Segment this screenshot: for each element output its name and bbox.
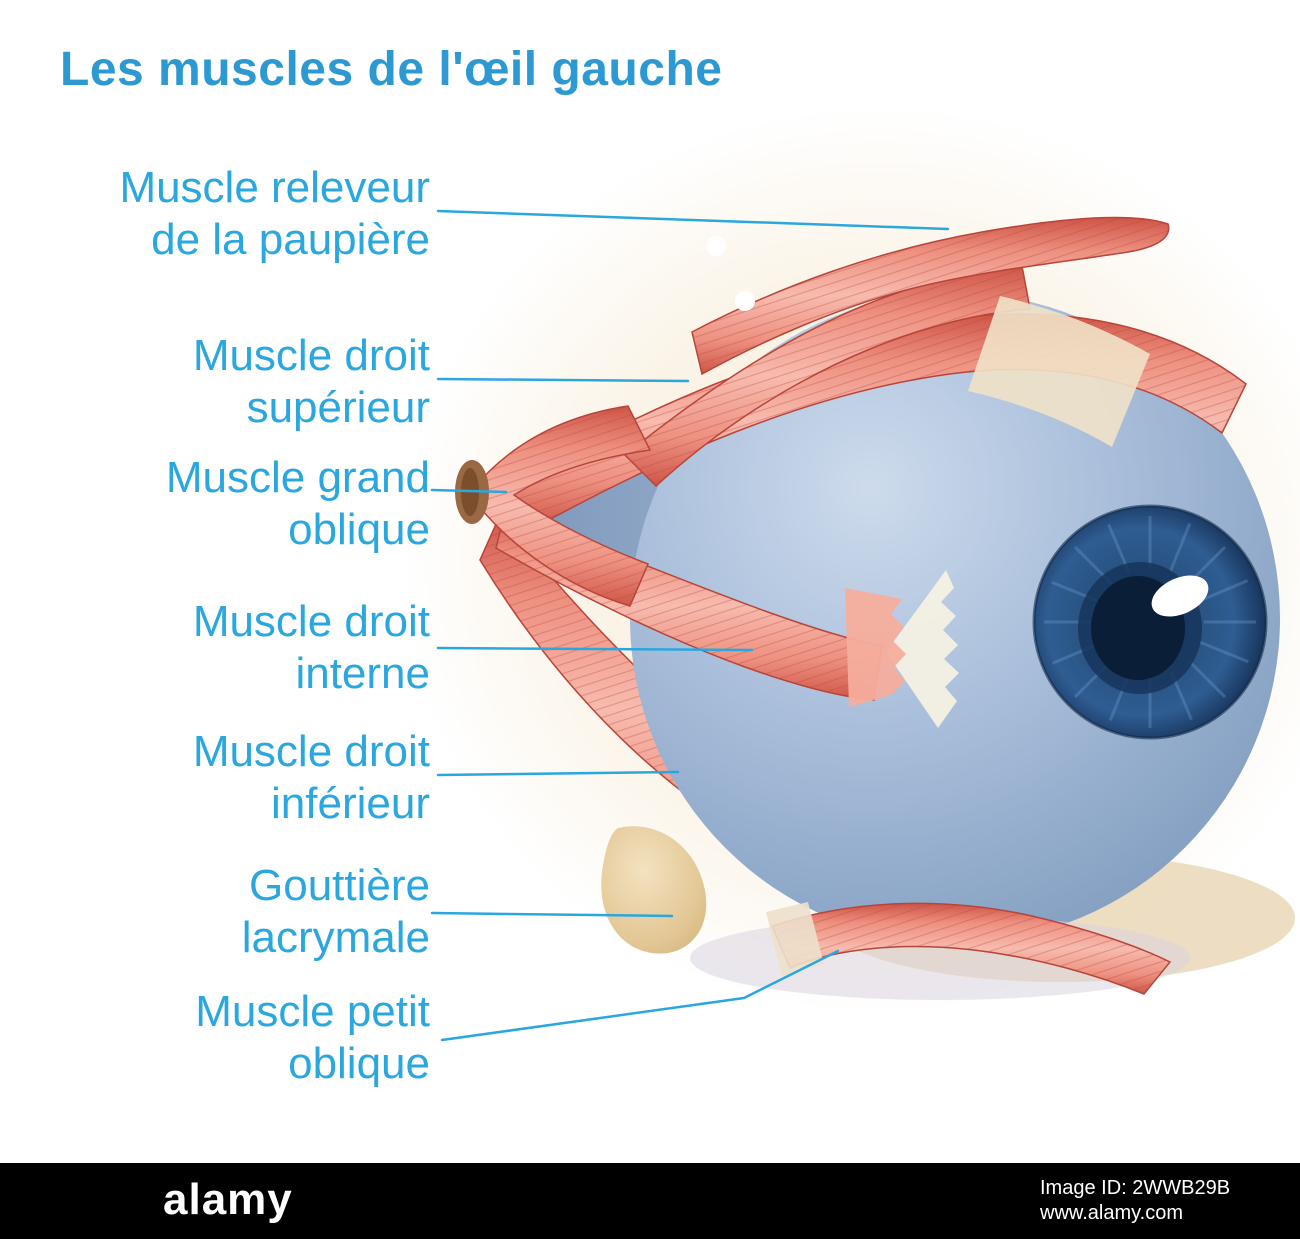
label-muscle-petit-oblique: Muscle petit oblique — [10, 986, 430, 1090]
alamy-url: www.alamy.com — [1040, 1202, 1183, 1224]
watermark-meta: Image ID: 2WWB29B www.alamy.com — [1040, 1176, 1230, 1226]
tendon-strap-inferior — [766, 902, 824, 976]
label-line: de la paupière — [151, 215, 430, 264]
iris-rim — [1032, 504, 1268, 740]
label-line: Muscle petit — [195, 987, 430, 1036]
highlight-dot — [735, 291, 755, 311]
leader-line-petit-oblique — [440, 949, 840, 1042]
label-line: Muscle droit — [192, 597, 430, 646]
label-muscle-droit-interne: Muscle droit interne — [10, 596, 430, 700]
tendon-strap-superior — [968, 296, 1150, 447]
scleral-tendon-fan — [886, 570, 959, 728]
muscle-petit-oblique — [766, 902, 1172, 995]
label-line: lacrymale — [241, 913, 430, 962]
iris — [1032, 504, 1268, 740]
iris-highlight — [1151, 575, 1209, 617]
muscle-releveur-paupiere — [691, 216, 1170, 376]
label-line: oblique — [288, 505, 430, 554]
label-line: interne — [295, 649, 430, 698]
leader-line-droit-superieur — [436, 377, 690, 383]
leader-line-gouttiere — [430, 911, 674, 918]
label-line: supérieur — [246, 383, 430, 432]
label-gouttiere-lacrymale: Gouttière lacrymale — [10, 860, 430, 964]
leader-line-droit-inferieur — [436, 770, 680, 777]
label-muscle-droit-superieur: Muscle droit supérieur — [10, 330, 430, 434]
label-line: Muscle droit — [192, 727, 430, 776]
image-id: Image ID: 2WWB29B — [1040, 1177, 1231, 1199]
leader-lines — [430, 209, 950, 1042]
diagram-title: Les muscles de l'œil gauche — [60, 43, 723, 96]
muscle-grand-oblique — [455, 405, 652, 607]
label-muscle-droit-inferieur: Muscle droit inférieur — [10, 726, 430, 830]
alamy-logo: alamy — [163, 1175, 293, 1224]
gouttiere-lacrymale — [601, 826, 707, 954]
label-muscle-releveur-paupiere: Muscle releveur de la paupière — [10, 162, 430, 266]
label-line: Muscle droit — [192, 331, 430, 380]
highlight-dot — [706, 236, 726, 256]
eyeball — [630, 293, 1280, 943]
watermark-bar: alamy Image ID: 2WWB29B www.alamy.com — [0, 1163, 1300, 1239]
label-line: Gouttière — [249, 861, 430, 910]
label-line: inférieur — [271, 779, 430, 828]
label-line: Muscle grand — [165, 453, 430, 502]
label-muscle-grand-oblique: Muscle grand oblique — [10, 452, 430, 556]
leader-line-releveur — [436, 209, 950, 231]
muscle-droit-interne-insertion — [845, 588, 906, 707]
label-line: oblique — [288, 1039, 430, 1088]
leader-line-grand-oblique — [430, 488, 508, 494]
leader-line-droit-interne — [436, 646, 754, 652]
label-line: Muscle releveur — [119, 163, 430, 212]
